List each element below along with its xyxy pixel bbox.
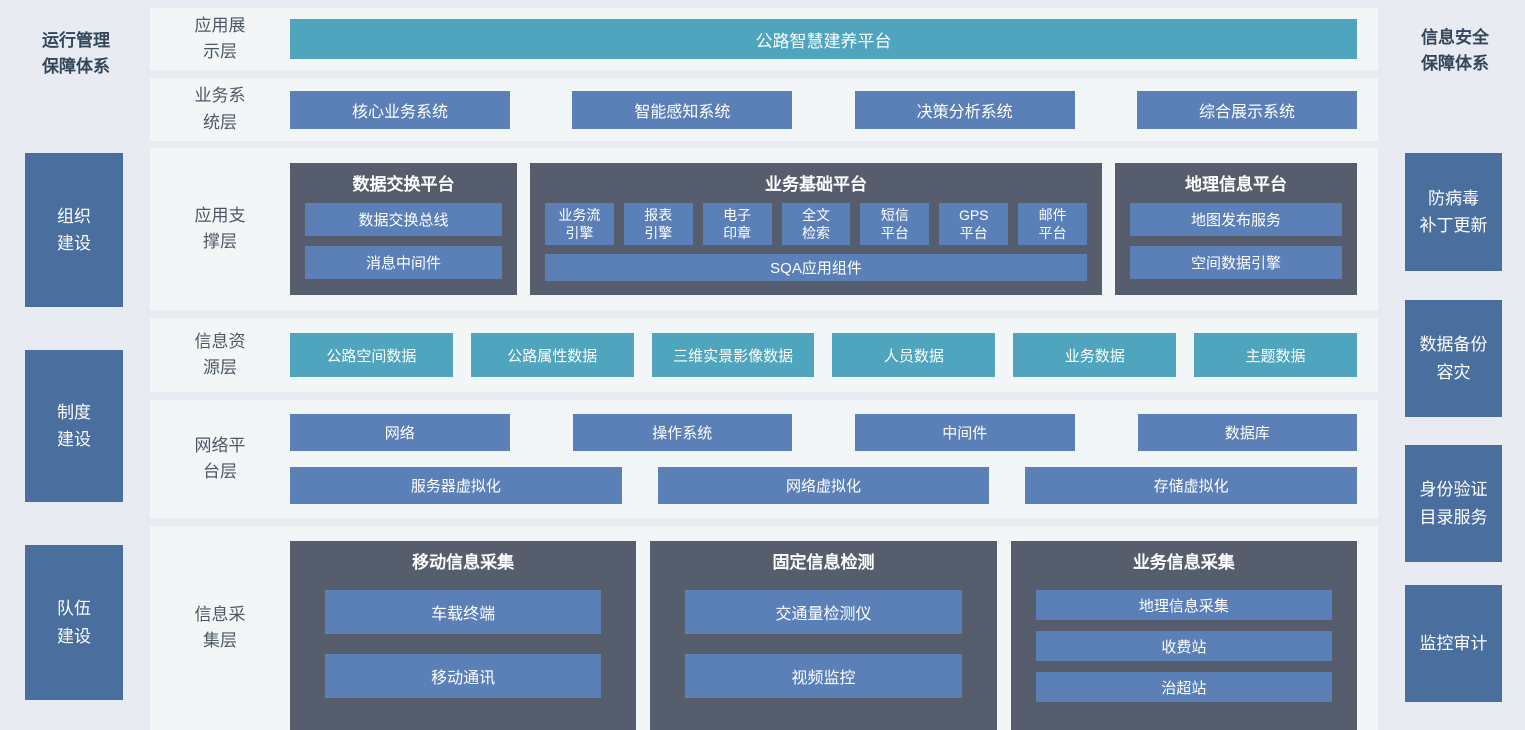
layer-application-display-content: 公路智慧建养平台 (290, 8, 1357, 70)
fixed-detection-title: 固定信息检测 (772, 553, 875, 572)
platform-banner: 公路智慧建养平台 (290, 19, 1357, 59)
data-exchange-platform-panel: 数据交换平台 数据交换总线 消息中间件 (290, 163, 517, 295)
layer-network-platform: 网络平 台层 网络 操作系统 中间件 数据库 服务器虚拟化 网络虚拟化 存储虚拟… (150, 400, 1378, 518)
e-seal: 电子 印章 (702, 203, 772, 245)
server-virtualization: 服务器虚拟化 (290, 467, 622, 504)
right-panel-title: 信息安全 保障体系 (1421, 28, 1489, 73)
network: 网络 (290, 414, 510, 451)
storage-virtualization: 存储虚拟化 (1025, 467, 1358, 504)
layer-network-platform-label: 网络平 台层 (194, 435, 246, 481)
layer-information-collection-label: 信息采 集层 (194, 604, 246, 650)
gis-platform-panel: 地理信息平台 地图发布服务 空间数据引擎 (1115, 163, 1357, 295)
layer-information-collection: 信息采 集层 移动信息采集 车载终端 移动通讯 固定信息检测 交通量检测仪 视频… (150, 526, 1378, 730)
left-panel-item-organization: 组织 建设 (25, 153, 123, 307)
left-panel-title: 运行管理 保障体系 (42, 31, 110, 76)
video-surveillance: 视频监控 (685, 654, 962, 698)
layer-business-systems-label: 业务系 统层 (194, 86, 246, 132)
network-virtualization: 网络虚拟化 (657, 467, 990, 504)
right-panel-item-antivirus: 防病毒 补丁更新 (1405, 153, 1502, 271)
layer-business-systems-content: 核心业务系统 智能感知系统 决策分析系统 综合展示系统 (290, 78, 1357, 141)
resource-road-spatial-data: 公路空间数据 (290, 333, 453, 377)
layer-application-support: 应用支 撑层 数据交换平台 数据交换总线 消息中间件 业务基础平台 业务流 引擎… (150, 148, 1378, 310)
vehicle-terminal: 车载终端 (325, 590, 602, 634)
traffic-volume-detector: 交通量检测仪 (685, 590, 962, 634)
fixed-detection-panel: 固定信息检测 交通量检测仪 视频监控 (650, 541, 997, 730)
data-exchange-platform-title: 数据交换平台 (352, 175, 455, 194)
layer-information-resources-content: 公路空间数据 公路属性数据 三维实景影像数据 人员数据 业务数据 主题数据 (290, 318, 1357, 392)
right-panel-item-monitoring: 监控审计 (1405, 585, 1502, 702)
right-panel-item-identity: 身份验证 目录服务 (1405, 445, 1502, 562)
business-system-display: 综合展示系统 (1136, 90, 1357, 129)
map-publishing-service: 地图发布服务 (1130, 203, 1342, 236)
layer-application-support-content: 数据交换平台 数据交换总线 消息中间件 业务基础平台 业务流 引擎 报表 引擎 … (290, 148, 1357, 310)
business-system-sensing: 智能感知系统 (572, 90, 793, 129)
right-panel-item-backup: 数据备份 容灾 (1405, 300, 1502, 417)
business-base-platform-title: 业务基础平台 (765, 175, 867, 194)
gis-collection: 地理信息采集 (1035, 590, 1332, 620)
layer-application-display-label: 应用展 示层 (194, 15, 246, 61)
sms-platform: 短信 平台 (860, 203, 930, 245)
workflow-engine: 业务流 引擎 (545, 203, 614, 245)
layer-network-platform-content: 网络 操作系统 中间件 数据库 服务器虚拟化 网络虚拟化 存储虚拟化 (290, 400, 1358, 518)
left-panel-item-institution: 制度 建设 (25, 350, 123, 502)
overload-control-station: 治超站 (1035, 672, 1332, 702)
message-middleware: 消息中间件 (305, 246, 502, 279)
gis-platform-title: 地理信息平台 (1185, 175, 1287, 194)
report-engine: 报表 引擎 (623, 203, 693, 245)
resource-business-data: 业务数据 (1013, 333, 1177, 377)
layer-application-display: 应用展 示层 公路智慧建养平台 (150, 8, 1378, 70)
fulltext-search: 全文 检索 (781, 203, 851, 245)
operating-system: 操作系统 (572, 414, 792, 451)
layer-information-collection-content: 移动信息采集 车载终端 移动通讯 固定信息检测 交通量检测仪 视频监控 业务信息… (290, 526, 1357, 730)
middleware: 中间件 (855, 414, 1075, 451)
business-system-core: 核心业务系统 (290, 90, 510, 129)
business-base-components-row: 业务流 引擎 报表 引擎 电子 印章 全文 检索 短信 平台 GPS 平台 邮件… (545, 203, 1088, 245)
data-exchange-bus: 数据交换总线 (305, 203, 502, 236)
layer-business-systems: 业务系 统层 核心业务系统 智能感知系统 决策分析系统 综合展示系统 (150, 78, 1378, 141)
resource-3d-imagery-data: 三维实景影像数据 (651, 333, 815, 377)
layer-application-support-label: 应用支 撑层 (194, 205, 246, 251)
database: 数据库 (1137, 414, 1357, 451)
mobile-communication: 移动通讯 (325, 654, 602, 698)
business-base-platform-panel: 业务基础平台 业务流 引擎 报表 引擎 电子 印章 全文 检索 短信 平台 GP… (530, 163, 1102, 295)
toll-station: 收费站 (1035, 631, 1332, 661)
network-row-2: 服务器虚拟化 网络虚拟化 存储虚拟化 (290, 467, 1358, 504)
business-system-decision: 决策分析系统 (854, 90, 1075, 129)
mobile-collection-panel: 移动信息采集 车载终端 移动通讯 (290, 541, 637, 730)
spatial-data-engine: 空间数据引擎 (1130, 246, 1342, 279)
mobile-collection-title: 移动信息采集 (412, 553, 515, 572)
business-collection-panel: 业务信息采集 地理信息采集 收费站 治超站 (1010, 541, 1357, 730)
network-row-1: 网络 操作系统 中间件 数据库 (290, 414, 1357, 451)
left-panel-item-team: 队伍 建设 (25, 545, 123, 700)
layer-information-resources: 信息资 源层 公路空间数据 公路属性数据 三维实景影像数据 人员数据 业务数据 … (150, 318, 1378, 392)
resource-theme-data: 主题数据 (1194, 333, 1357, 377)
resource-road-attribute-data: 公路属性数据 (470, 333, 634, 377)
gps-platform: GPS 平台 (939, 203, 1009, 245)
mail-platform: 邮件 平台 (1018, 203, 1088, 245)
business-collection-title: 业务信息采集 (1132, 553, 1235, 572)
resource-personnel-data: 人员数据 (832, 333, 996, 377)
layer-information-resources-label: 信息资 源层 (194, 331, 246, 377)
sqa-application-components: SQA应用组件 (545, 254, 1087, 281)
